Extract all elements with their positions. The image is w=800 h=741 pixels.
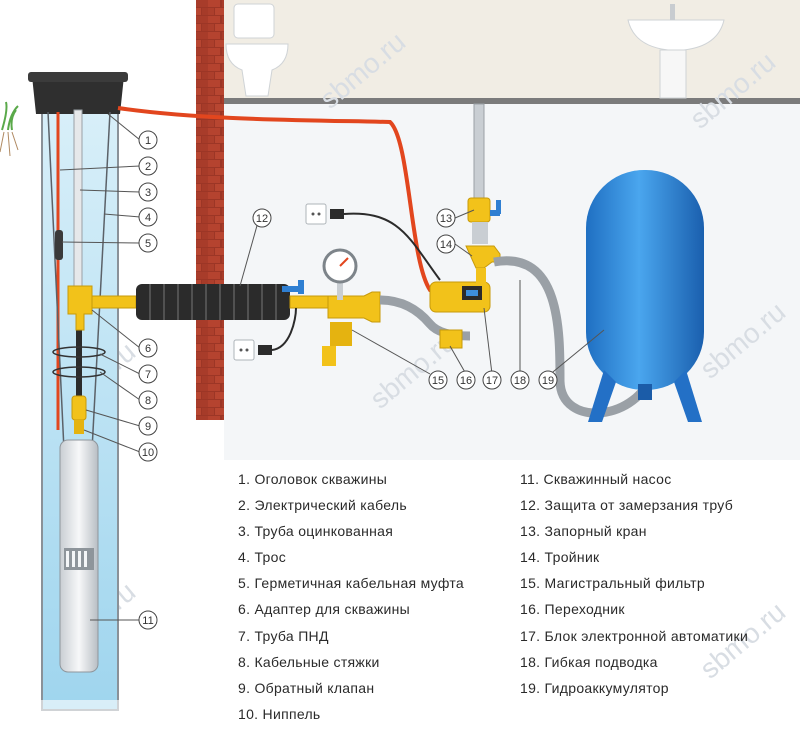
svg-text:19: 19 [542,375,554,387]
svg-text:12: 12 [256,213,268,225]
hydro-accumulator-tank [586,170,704,422]
brick-wall [196,0,224,420]
svg-text:10: 10 [142,447,154,459]
flexible-hose [493,256,657,418]
grass-icon [0,101,19,157]
legend-item: 11. Скважинный насос [520,471,672,487]
valve-handle-icon [282,280,304,294]
callout-11: 11 [138,610,158,630]
callout-3: 3 [138,182,158,202]
svg-text:6: 6 [145,343,151,355]
svg-text:5: 5 [145,238,151,250]
callout-17: 17 [482,370,502,390]
svg-text:1: 1 [145,135,151,147]
callout-8: 8 [138,390,158,410]
svg-text:3: 3 [145,187,151,199]
legend-item: 13. Запорный кран [520,523,647,540]
legend-item: 16. Переходник [520,601,625,618]
legend-item: 17. Блок электронной автоматики [520,627,749,644]
callout-markers: 1 2 3 4 5 6 7 8 9 10 11 12 13 14 15 16 1… [138,130,558,630]
callout-15: 15 [428,370,448,390]
legend-right: 11. Скважинный насос 12. Защита от замер… [520,466,748,701]
callout-6: 6 [138,338,158,358]
callout-2: 2 [138,156,158,176]
legend-item: 12. Защита от замерзания труб [520,497,734,514]
callout-19: 19 [538,370,558,390]
svg-text:7: 7 [145,369,151,381]
legend-item: 14. Тройник [520,549,600,566]
pressure-gauge-icon [322,248,358,300]
riser-pipe [465,103,501,284]
legend-item: 4. Трос [238,549,287,566]
legend-item: 3. Труба оцинкованная [238,523,394,540]
sink-icon [627,4,725,99]
callout-12: 12 [252,208,272,228]
legend-item: 6. Адаптер для скважины [238,601,411,618]
svg-text:13: 13 [440,213,452,225]
legend-item: 15. Магистральный фильтр [520,575,705,592]
room-background [222,0,800,460]
legend-item: 19. Гидроаккумулятор [520,679,669,696]
callout-10: 10 [138,442,158,462]
legend-item: 18. Гибкая подводка [520,653,658,670]
svg-text:14: 14 [440,239,452,251]
callout-1: 1 [138,130,158,150]
legend-item: 10. Ниппель [238,705,321,722]
callout-16: 16 [456,370,476,390]
toilet-icon [225,3,289,97]
svg-text:15: 15 [432,375,444,387]
automation-unit [429,281,491,313]
power-socket-icon [305,203,441,281]
svg-text:8: 8 [145,395,151,407]
legend-item: 1. Оголовок скважины [238,471,388,487]
legend-left: 1. Оголовок скважины 2. Электрический ка… [238,466,464,727]
callout-5: 5 [138,233,158,253]
callout-13: 13 [436,208,456,228]
svg-text:16: 16 [460,375,472,387]
legend-item: 7. Труба ПНД [238,627,329,644]
svg-text:18: 18 [514,375,526,387]
svg-text:2: 2 [145,161,151,173]
power-socket-icon [233,307,297,361]
callout-lines [59,113,605,621]
legend-item: 2. Электрический кабель [238,497,407,514]
svg-text:9: 9 [145,421,151,433]
legend-item: 5. Герметичная кабельная муфта [238,575,464,592]
svg-text:4: 4 [145,212,151,224]
svg-text:17: 17 [486,375,498,387]
callout-7: 7 [138,364,158,384]
callout-14: 14 [436,234,456,254]
callout-18: 18 [510,370,530,390]
legend-item: 9. Обратный клапан [238,679,375,696]
legend-item: 8. Кабельные стяжки [238,653,380,670]
callout-4: 4 [138,207,158,227]
well-internals [47,109,111,673]
svg-text:11: 11 [142,615,153,627]
callout-9: 9 [138,416,158,436]
